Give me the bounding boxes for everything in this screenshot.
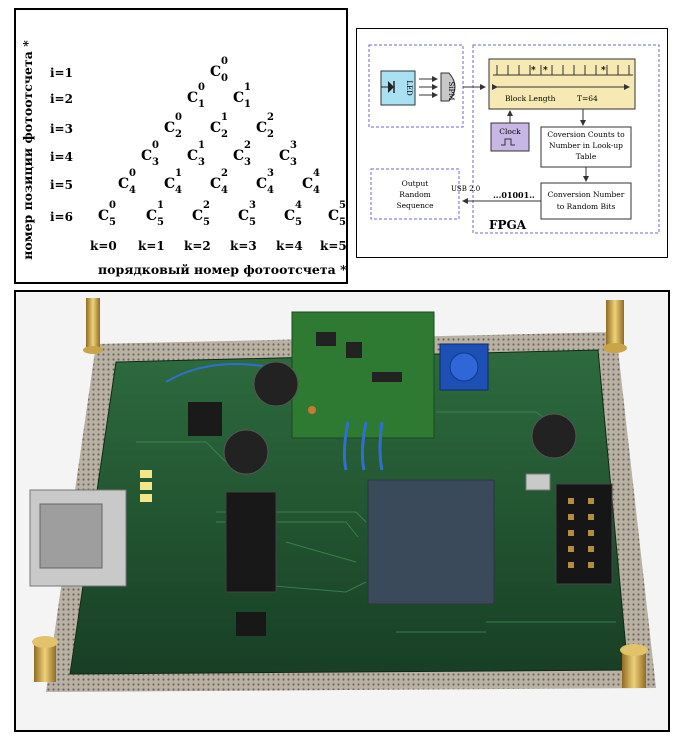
inductor-1 [253,361,299,407]
bit-stream-label: ...01001.. [493,190,535,200]
column-label: k=4 [276,239,303,253]
detector-group [368,44,464,128]
pin-header [555,483,613,585]
regulator-ic [236,612,266,636]
clock-wave-icon [501,138,515,146]
y-axis-label: номер позиции фотоотсчета * [20,40,35,260]
column-label: k=2 [184,239,211,253]
sipm-block [440,72,456,102]
pcb-illustration [29,298,656,692]
fpga-group [472,44,660,234]
marker-2: * [543,66,548,76]
fpga-chip [367,479,495,605]
row-label: i=6 [50,210,73,224]
small-ic [188,402,222,436]
output-line-1: Output [402,179,429,188]
lookup-line-1: Coversion Counts to [547,130,625,139]
crystal [525,473,551,491]
lookup-line-2: Number in Look-up [549,141,623,150]
brass-standoffs [32,298,648,688]
sipm-label: SiPM [447,82,455,101]
random-bits-line-1: Conversion Number [548,190,625,199]
row-label: i=2 [50,92,73,106]
clock-block [490,122,530,152]
row-label: i=5 [50,178,73,192]
binomial-triangle-panel: номер позиции фотоотсчета * i=1 i=2 i=3 i=4… [14,8,348,284]
column-label: k=1 [138,239,165,253]
random-bits-block [540,182,632,220]
fpga-label: FPGA [489,218,527,232]
clock-label: Clock [499,127,521,136]
x-axis-label: порядковый номер фотоотсчета * [98,262,347,277]
tssop-ic [225,491,277,593]
column-label: k=5 [320,239,347,253]
output-group [370,168,460,220]
t-value-label: T=64 [577,94,598,103]
output-line-3: Sequence [396,201,434,210]
row-label: i=3 [50,122,73,136]
inductor-3 [531,413,577,459]
lookup-line-3: Table [576,152,597,161]
marker-3: * [601,66,606,76]
random-bits-line-2: to Random Bits [557,202,616,211]
fpga-block-diagram: LED SiPM * * * Block Length T=64 Clock C… [356,28,668,258]
inductor-2 [223,429,269,475]
diode-icon [388,81,394,93]
output-line-2: Random [399,190,431,199]
block-length-label: Block Length [505,94,556,103]
column-label: k=0 [90,239,117,253]
lookup-table-block [540,126,632,168]
column-label: k=3 [230,239,257,253]
led-label: LED [405,80,413,96]
board-photo [14,290,670,732]
usb-label: USB 2.0 [451,185,480,193]
daughter-board [291,311,435,439]
diagram-canvas: LED SiPM * * * Block Length T=64 Clock C… [368,44,660,234]
led-block [380,70,416,106]
marker-1: * [531,66,536,76]
row-label: i=1 [50,66,73,80]
row-label: i=4 [50,150,73,164]
